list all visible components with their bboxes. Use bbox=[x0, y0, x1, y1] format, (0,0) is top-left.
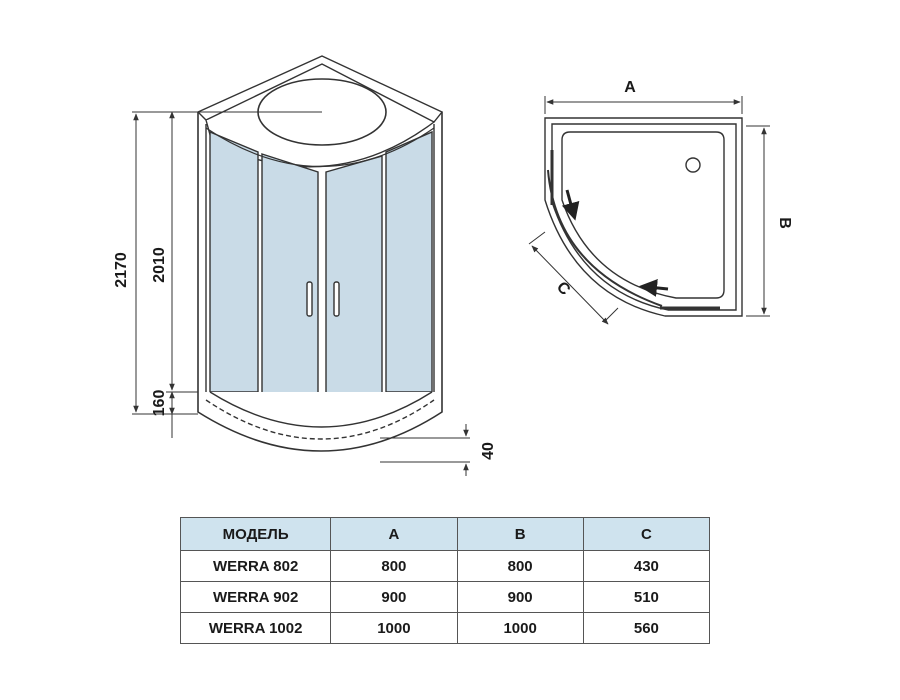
plan-tray-outline bbox=[544, 117, 743, 317]
cabin-frame bbox=[197, 112, 443, 392]
plan-view bbox=[544, 117, 743, 317]
header-c: C bbox=[582, 517, 711, 551]
cell-a: 900 bbox=[330, 581, 458, 613]
header-b: B bbox=[456, 517, 584, 551]
handle-right bbox=[333, 281, 340, 317]
dim-label-b: B bbox=[776, 217, 793, 229]
technical-drawing: 2170 2010 160 40 A B C bbox=[113, 55, 793, 476]
cell-c: 560 bbox=[582, 612, 711, 644]
dimensions-table: МОДЕЛЬ A B C WERRA 802 800 800 430 WERRA… bbox=[179, 517, 711, 644]
shower-tray bbox=[197, 392, 443, 452]
arrow-left-door bbox=[561, 189, 580, 221]
dim-label-c: C bbox=[553, 279, 574, 300]
cell-c: 510 bbox=[582, 581, 711, 613]
handle-left bbox=[306, 281, 313, 317]
dim-total-height: 2170 bbox=[113, 252, 130, 288]
glass-panel-left bbox=[209, 130, 259, 393]
table-row: WERRA 902 900 900 510 bbox=[179, 581, 711, 613]
cell-model: WERRA 802 bbox=[179, 550, 332, 582]
table-row: WERRA 802 800 800 430 bbox=[179, 550, 711, 582]
front-dimensions bbox=[132, 111, 470, 476]
front-view-cabin bbox=[178, 55, 444, 452]
cell-model: WERRA 902 bbox=[179, 581, 332, 613]
table-header-row: МОДЕЛЬ A B C bbox=[179, 517, 711, 551]
cell-b: 800 bbox=[456, 550, 584, 582]
table-row: WERRA 1002 1000 1000 560 bbox=[179, 612, 711, 644]
header-model: МОДЕЛЬ bbox=[179, 517, 332, 551]
glass-panel-right bbox=[385, 130, 433, 393]
cell-c: 430 bbox=[582, 550, 711, 582]
header-a: A bbox=[330, 517, 458, 551]
drain-icon bbox=[685, 157, 701, 173]
cell-a: 1000 bbox=[330, 612, 458, 644]
cell-model: WERRA 1002 bbox=[179, 612, 332, 644]
dim-label-a: A bbox=[624, 79, 636, 96]
dim-door-height: 2010 bbox=[151, 247, 168, 283]
slide-arrows bbox=[561, 189, 669, 297]
cell-a: 800 bbox=[330, 550, 458, 582]
arrow-right-door bbox=[639, 278, 669, 297]
plan-dimensions bbox=[528, 96, 770, 325]
dim-tray-rim: 40 bbox=[480, 442, 497, 460]
cell-b: 1000 bbox=[456, 612, 584, 644]
cell-b: 900 bbox=[456, 581, 584, 613]
dim-tray-height: 160 bbox=[151, 390, 168, 417]
